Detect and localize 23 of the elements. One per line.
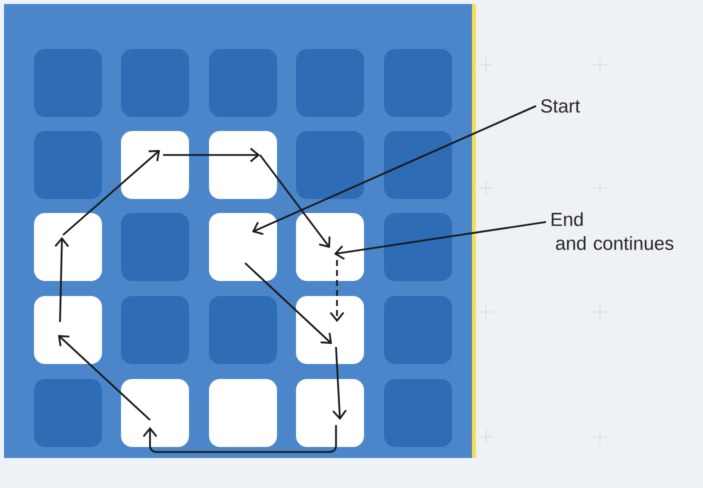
label-text: Start [541,99,580,113]
arrow [244,262,332,344]
grid-square [121,131,189,199]
label-text: End and continues [552,212,674,250]
arrow [62,150,160,236]
grid-square [121,379,189,447]
arrow [142,425,337,453]
grid-square [34,213,102,281]
arrow [58,335,151,421]
arrow [252,105,536,235]
grid-square [209,131,277,199]
grid-square [34,296,102,364]
grid-square [296,213,364,281]
arrow [259,154,330,248]
arrow [332,346,347,420]
arrow [54,237,69,322]
arrow [330,260,344,322]
grid-square [296,379,364,447]
grid-square [296,296,364,364]
grid-square [209,213,277,281]
arrow [163,148,260,162]
arrow [334,221,546,260]
grid-square [209,379,277,447]
